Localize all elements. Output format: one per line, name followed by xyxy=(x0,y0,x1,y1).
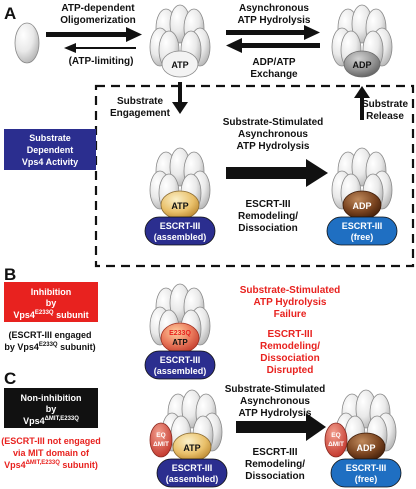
hexamer-truncated-adp xyxy=(324,389,402,488)
eq-label-right: EQ xyxy=(331,432,340,439)
escrt-label-c-left: ESCRT-III xyxy=(172,463,213,473)
c-stim-label-2: Asynchronous xyxy=(240,396,310,407)
inhibition-label-3: Vps4E233Q subunit xyxy=(13,310,88,320)
dmit-label-right: ΔMIT xyxy=(328,441,344,448)
adp-label-released: ADP xyxy=(352,201,371,211)
not-engaged-label-3: Vps4ΔMIT,E233Q subunit) xyxy=(4,460,98,470)
atp-limiting-label: (ATP-limiting) xyxy=(69,56,134,67)
c-remodel-label-2: Remodeling/ xyxy=(245,459,305,470)
stim-label-2: Asynchronous xyxy=(238,129,308,140)
disrupted-label-4: Disrupted xyxy=(267,365,314,376)
adp-label-top: ADP xyxy=(352,60,371,70)
release-arrow xyxy=(354,86,370,120)
stim-label-3: ATP Hydrolysis xyxy=(237,141,310,152)
engagement-label-1: Substrate xyxy=(117,96,164,107)
c-stim-label-1: Substrate-Stimulated xyxy=(225,384,326,395)
remodel-label-3: Dissociation xyxy=(238,223,297,234)
noninhibition-label-3: Vps4ΔMIT,E233Q xyxy=(23,416,79,426)
hexamer-truncated-atp xyxy=(149,389,228,488)
remodel-label-2: Remodeling/ xyxy=(238,211,298,222)
oligomerization-arrows xyxy=(46,27,142,53)
c-stim-label-3: ATP Hydrolysis xyxy=(239,408,312,419)
atp-label-engaged: ATP xyxy=(171,201,188,211)
exchange-label-1: ADP/ATP xyxy=(252,57,295,68)
noninhibition-label-2: by xyxy=(46,404,57,414)
not-engaged-label-2: via MIT domain of xyxy=(13,448,90,458)
free-label: (free) xyxy=(351,232,374,242)
inhibition-box xyxy=(4,282,98,322)
escrt-label-c-right: ESCRT-III xyxy=(346,463,387,473)
assembled-label-engaged: (assembled) xyxy=(154,232,207,242)
c-hydrolysis-arrow xyxy=(236,413,326,441)
release-label-2: Release xyxy=(366,111,404,122)
async-hydrolysis-label-2: ATP Hydrolysis xyxy=(238,15,311,26)
eq-label-left: EQ xyxy=(156,432,165,439)
disrupted-label-2: Remodeling/ xyxy=(260,341,320,352)
hexamer-adp-top xyxy=(331,4,393,78)
vps4-activity-label-1: Substrate xyxy=(29,133,71,143)
stim-label-1: Substrate-Stimulated xyxy=(223,117,324,128)
engaged-label-1: (ESCRT-III engaged xyxy=(8,330,91,340)
atp-label-top: ATP xyxy=(171,60,188,70)
failure-label-1: Substrate-Stimulated xyxy=(240,285,341,296)
vps4-activity-box xyxy=(4,129,96,170)
adp-label-c: ADP xyxy=(356,443,375,453)
remodel-label-1: ESCRT-III xyxy=(245,199,290,210)
noninhibition-box xyxy=(4,388,98,428)
hexamer-atp-top xyxy=(149,4,211,78)
exchange-label-2: Exchange xyxy=(250,69,298,80)
escrt-label-engaged: ESCRT-III xyxy=(160,221,201,231)
dmit-label-left: ΔMIT xyxy=(153,441,169,448)
not-engaged-label-1: (ESCRT-III not engaged xyxy=(1,436,101,446)
panel-c-letter: C xyxy=(4,369,16,388)
inhibition-label-1: Inhibition xyxy=(31,287,72,297)
c-remodel-label-1: ESCRT-III xyxy=(252,447,297,458)
inhibition-label-2: by xyxy=(46,298,57,308)
e233q-label: E233Q xyxy=(169,330,191,337)
substrate-cycle-box xyxy=(94,84,415,268)
disrupted-label-1: ESCRT-III xyxy=(267,329,312,340)
release-label-1: Substrate xyxy=(362,99,409,110)
vps4-activity-label-3: Vps4 Activity xyxy=(22,157,78,167)
vps4-activity-label-2: Dependent xyxy=(27,145,74,155)
failure-label-3: Failure xyxy=(274,309,307,320)
engaged-label-2: by Vps4E233Q subunit) xyxy=(4,342,95,352)
atp-label-mutant: ATP xyxy=(172,338,188,347)
assembled-label-mutant: (assembled) xyxy=(154,366,207,376)
hexamer-adp-released xyxy=(326,147,398,246)
engagement-arrow xyxy=(172,82,188,114)
failure-label-2: ATP Hydrolysis xyxy=(254,297,327,308)
assembled-label-c: (assembled) xyxy=(166,474,219,484)
async-hydrolysis-label-1: Asynchronous xyxy=(239,3,309,14)
disrupted-label-3: Dissociation xyxy=(260,353,319,364)
panel-b-letter: B xyxy=(4,265,16,284)
hexamer-atp-engaged xyxy=(144,147,216,246)
atp-oligomerization-label-1: ATP-dependent xyxy=(61,3,135,14)
vps4-monomer xyxy=(14,22,40,64)
engagement-label-2: Engagement xyxy=(110,108,171,119)
c-remodel-label-3: Dissociation xyxy=(245,471,304,482)
hydrolysis-exchange-arrows xyxy=(226,25,320,53)
noninhibition-label-1: Non-inhibition xyxy=(21,393,82,403)
atp-label-c: ATP xyxy=(183,443,200,453)
atp-oligomerization-label-2: Oligomerization xyxy=(60,15,136,26)
hexamer-mutant-stalled xyxy=(144,283,216,380)
free-label-c: (free) xyxy=(355,474,378,484)
panel-a-letter: A xyxy=(4,4,16,23)
escrt-label-mutant: ESCRT-III xyxy=(160,355,201,365)
escrt-label-free: ESCRT-III xyxy=(342,221,383,231)
stimulated-hydrolysis-arrow xyxy=(226,159,328,187)
